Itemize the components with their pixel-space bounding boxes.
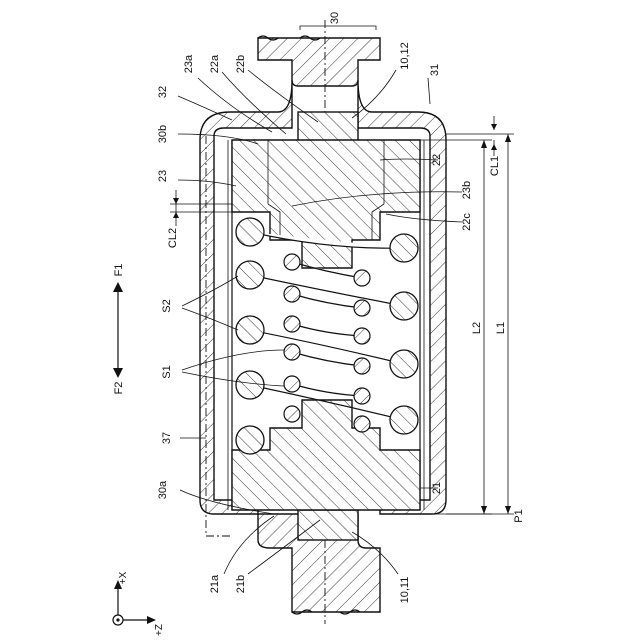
label-S2: S2 — [161, 299, 173, 312]
label-37: 37 — [161, 432, 173, 444]
label-L1: L1 — [495, 322, 507, 334]
force-arrows — [113, 282, 123, 378]
label-22: 22 — [431, 154, 443, 166]
label-21b: 21b — [235, 575, 247, 593]
label-10-12: 10,12 — [399, 42, 411, 70]
label-22a: 22a — [209, 54, 221, 73]
label-31: 31 — [429, 64, 441, 76]
label-S1: S1 — [161, 365, 173, 378]
label-21a: 21a — [209, 574, 221, 593]
label-F2: F2 — [113, 382, 125, 395]
fitting-10-11 — [298, 510, 358, 540]
label-30-top: 30 — [329, 12, 341, 24]
label-30b: 30b — [157, 125, 169, 143]
label-22c: 22c — [461, 213, 473, 231]
axis-z-label: +Z — [154, 624, 165, 636]
label-10-11: 10,11 — [399, 577, 411, 604]
label-23b: 23b — [461, 181, 473, 199]
label-CL2: CL2 — [167, 228, 179, 248]
label-23a: 23a — [183, 54, 195, 73]
coordinate-axes: +X +Z — [113, 571, 165, 636]
label-32: 32 — [157, 86, 169, 98]
fitting-10-12 — [298, 112, 358, 142]
label-21: 21 — [431, 482, 443, 494]
label-22b: 22b — [235, 55, 247, 73]
label-P1: P1 — [513, 509, 525, 522]
bracket-30 — [300, 26, 376, 30]
label-23: 23 — [157, 170, 169, 182]
label-CL1: CL1 — [489, 156, 501, 176]
label-30a: 30a — [157, 480, 169, 499]
label-F1: F1 — [113, 264, 125, 277]
axis-x-label: +X — [118, 571, 129, 584]
label-L2: L2 — [471, 322, 483, 334]
